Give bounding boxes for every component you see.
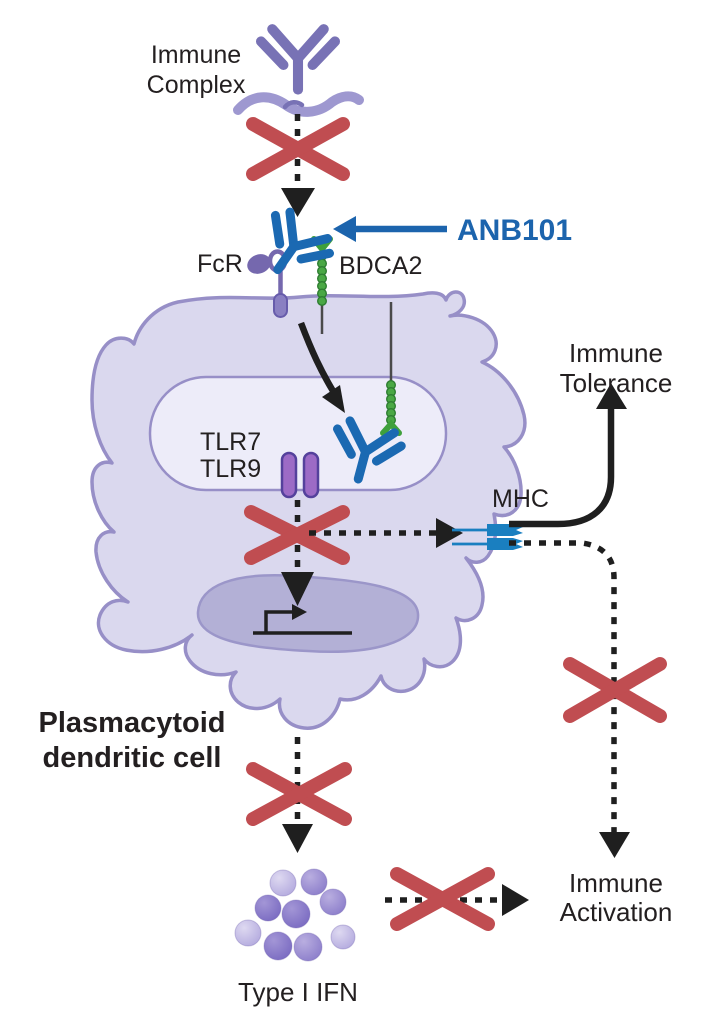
arrowhead-right: [502, 884, 529, 916]
inhibition-x-right-icon: [563, 657, 667, 723]
bdca2-label: BDCA2: [339, 252, 422, 280]
inhibition-x-cell-icon: [244, 505, 350, 565]
tlr7-9-receptor-icon: [280, 451, 320, 499]
cytokine-label: Type I IFN: [238, 977, 358, 1007]
cell-name-label: Plasmacytoid: [39, 707, 226, 739]
tlr9-label: TLR9: [200, 455, 261, 483]
tlr7-label: TLR7: [200, 428, 261, 456]
immune-tolerance-label: Tolerance: [560, 368, 673, 398]
type-i-ifn-particles: [234, 868, 356, 962]
tolerance-arrow: [509, 383, 627, 528]
immune-complex-label: Immune: [151, 41, 241, 69]
inhibition-x-top-icon: [246, 117, 350, 181]
internalization-arrow: [297, 321, 345, 413]
endosome-shape: [148, 375, 448, 492]
inhibition-x-secretion-icon: [246, 762, 352, 826]
arrowhead-right: [436, 518, 463, 548]
immune-complex-icon: [233, 29, 364, 117]
fcr-label: FcR: [197, 250, 243, 278]
blocked-activation-path-right: [509, 540, 630, 858]
drug-label: ANB101: [457, 214, 572, 247]
inhibition-x-bottom-icon: [390, 867, 495, 931]
arrowhead-left: [333, 216, 356, 242]
nucleus-shape: [196, 574, 420, 653]
arrowhead-down: [281, 188, 315, 217]
pdc-cell-shape: [90, 290, 527, 730]
blocked-secretion-arrow: [282, 737, 313, 853]
blocked-uptake-arrow: [281, 114, 315, 217]
immune-complex-label: Complex: [147, 71, 246, 99]
blocked-ifn-activation-arrow: [385, 884, 529, 916]
arrowhead-down: [281, 572, 314, 606]
antigen-wave-icon: [233, 91, 364, 117]
arrowhead-down: [599, 832, 630, 858]
cell-name-label: dendritic cell: [43, 742, 222, 774]
transcription-arrow-icon: [253, 604, 352, 635]
anb101-pointer-arrow: [333, 216, 447, 242]
internalized-bdca2-icon: [380, 302, 402, 436]
immune-tolerance-label: Immune: [569, 338, 663, 368]
mhc-presentation-arrow: [309, 518, 463, 548]
arrowhead-down: [282, 824, 313, 853]
mhc-label: MHC: [492, 485, 549, 513]
immune-activation-label: Immune: [569, 868, 663, 898]
arrowhead-curved: [322, 385, 345, 413]
arrowhead-up: [596, 383, 627, 409]
immune-activation-label: Activation: [560, 897, 673, 927]
